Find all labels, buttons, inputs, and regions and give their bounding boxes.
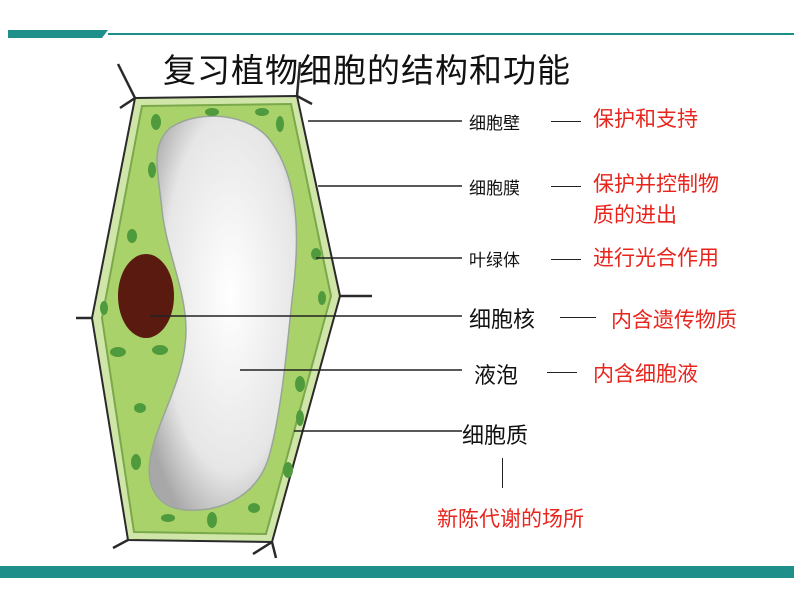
vacuole-shape	[148, 115, 298, 511]
label-vacuole: 液泡	[474, 364, 519, 389]
function-cell-wall: 保护和支持	[593, 107, 698, 131]
leader-lines	[150, 120, 462, 432]
nucleus-shape	[118, 254, 174, 338]
label-chloroplast: 叶绿体	[469, 251, 520, 271]
chloroplasts	[100, 108, 326, 528]
label-cytoplasm: 细胞质	[462, 424, 529, 449]
label-nucleus: 细胞核	[469, 308, 536, 333]
label-cell-wall: 细胞壁	[469, 114, 520, 134]
function-cell-membrane-line2: 质的进出	[593, 203, 677, 227]
neighbor-cell-walls	[76, 61, 372, 559]
function-chloroplast: 进行光合作用	[593, 246, 719, 270]
function-cytoplasm: 新陈代谢的场所	[437, 507, 584, 531]
label-cell-membrane: 细胞膜	[469, 179, 520, 199]
connector-dash-vacuole	[547, 372, 577, 373]
connector-dash-nucleus	[560, 317, 596, 318]
connector-dash-chloroplast	[551, 259, 581, 260]
bottom-accent-bar	[0, 566, 794, 578]
connector-dash-cell-wall	[551, 121, 581, 122]
connector-dash-cell-membrane	[551, 186, 581, 187]
page-title: 复习植物细胞的结构和功能	[163, 51, 571, 90]
connector-line-cytoplasm	[502, 458, 503, 488]
function-vacuole: 内含细胞液	[593, 362, 698, 386]
function-cell-membrane-line1: 保护并控制物	[593, 172, 719, 196]
function-nucleus: 内含遗传物质	[611, 308, 737, 332]
top-accent-bar	[8, 30, 794, 38]
